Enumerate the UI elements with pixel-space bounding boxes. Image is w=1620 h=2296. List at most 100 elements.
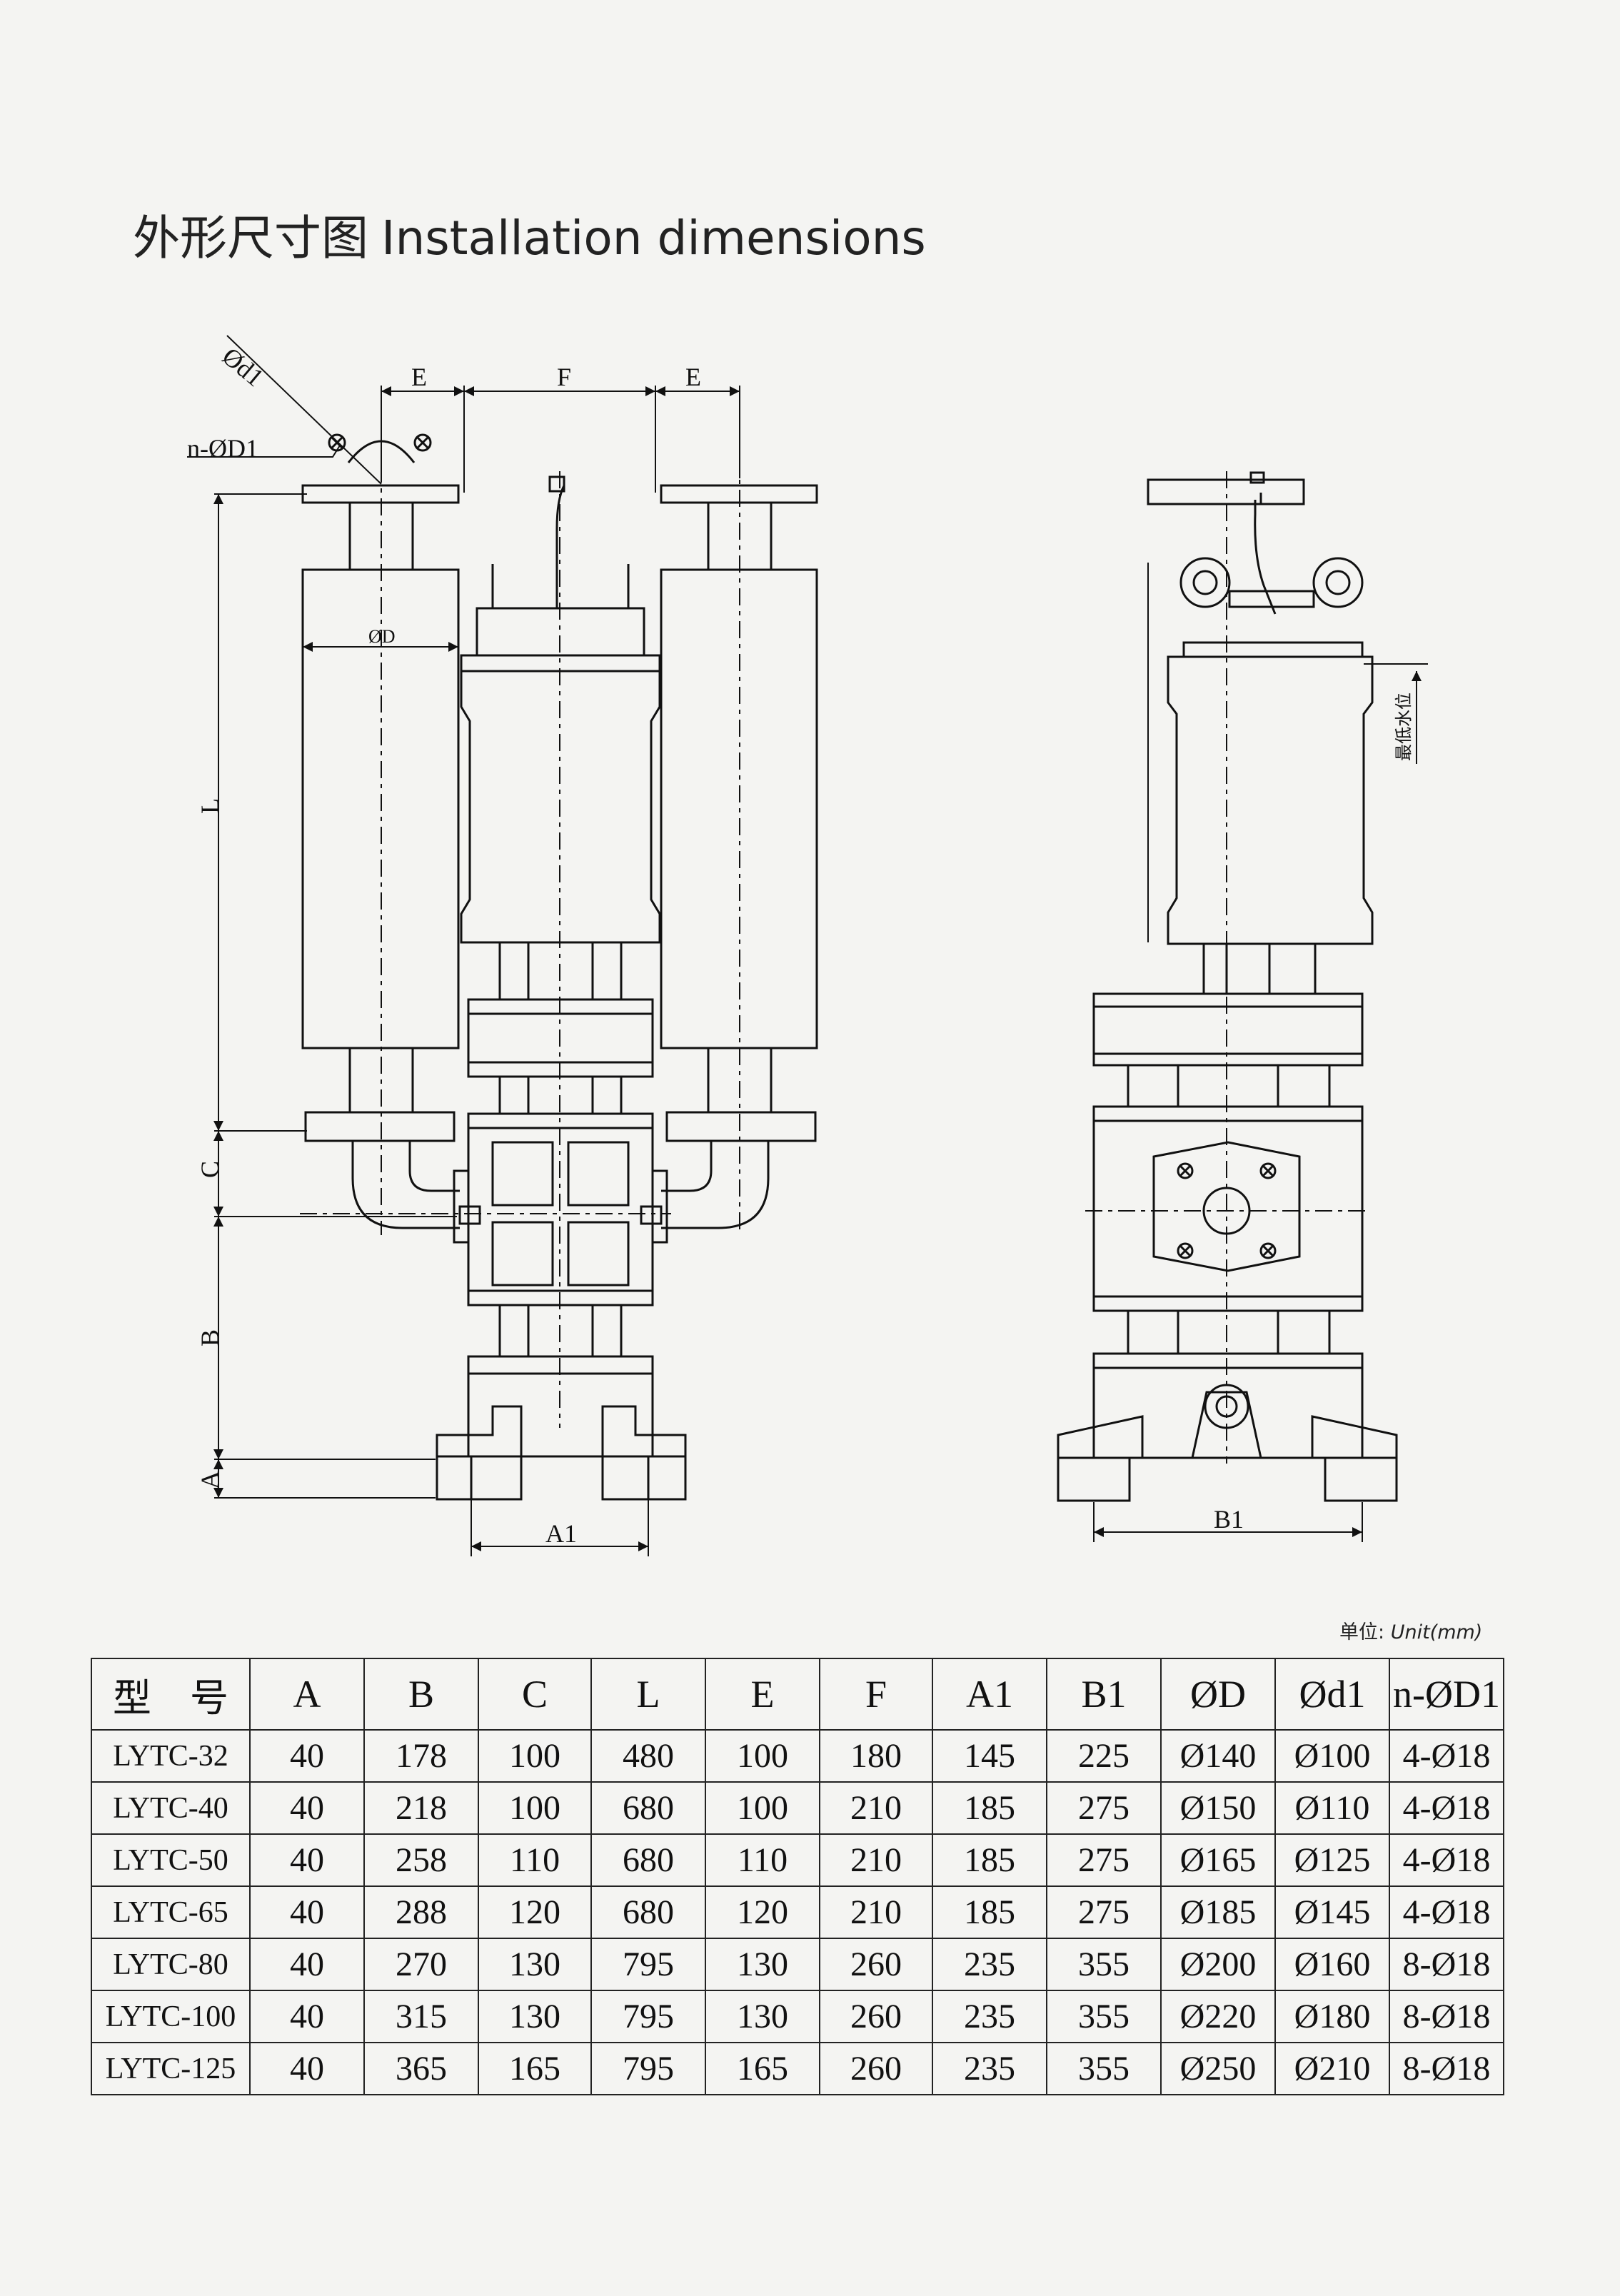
table-cell: 355 — [1046, 1990, 1162, 2043]
table-cell: 185 — [932, 1885, 1047, 1939]
table-cell: 185 — [932, 1781, 1047, 1835]
col-header-A1: A1 — [932, 1658, 1047, 1731]
table-cell: 795 — [590, 2042, 706, 2095]
label-C: C — [196, 1161, 224, 1178]
table-row: LYTC-40 40 218 100 680 100 210 185 275 Ø… — [91, 1781, 1504, 1835]
table-cell: 40 — [249, 1781, 365, 1835]
col-header-E: E — [705, 1658, 820, 1731]
table-cell: 100 — [478, 1729, 592, 1783]
label-F: F — [557, 363, 571, 391]
table-cell: 40 — [249, 2042, 365, 2095]
table-cell: 4-Ø18 — [1389, 1781, 1504, 1835]
table-cell-model: LYTC-125 — [91, 2042, 251, 2095]
table-cell: 165 — [705, 2042, 820, 2095]
table-cell: 4-Ø18 — [1389, 1833, 1504, 1887]
table-cell: Ø110 — [1274, 1781, 1390, 1835]
table-cell: 210 — [819, 1833, 933, 1887]
col-header-B1: B1 — [1046, 1658, 1162, 1731]
table-cell: 130 — [478, 1938, 592, 1991]
label-min-water-level: 最低水位 — [1394, 693, 1414, 761]
table-cell: 260 — [819, 1990, 933, 2043]
table-cell: Ø220 — [1160, 1990, 1276, 2043]
table-cell: 225 — [1046, 1729, 1162, 1783]
col-header-F: F — [819, 1658, 933, 1731]
table-cell: Ø145 — [1274, 1885, 1390, 1939]
table-cell: Ø165 — [1160, 1833, 1276, 1887]
col-header-C: C — [478, 1658, 592, 1731]
table-cell: 235 — [932, 1938, 1047, 1991]
table-cell: 260 — [819, 1938, 933, 1991]
table-cell: 275 — [1046, 1885, 1162, 1939]
front-centerlines — [300, 400, 740, 1428]
table-cell: Ø180 — [1274, 1990, 1390, 2043]
unit-label-zh: 单位: — [1339, 1621, 1385, 1643]
table-cell: Ø250 — [1160, 2042, 1276, 2095]
table-cell: 218 — [363, 1781, 479, 1835]
table-cell: 178 — [363, 1729, 479, 1783]
table-cell: 270 — [363, 1938, 479, 1991]
front-dimension-lines — [187, 335, 740, 1556]
label-A: A — [196, 1471, 224, 1489]
table-cell: 680 — [590, 1833, 706, 1887]
label-E-left: E — [411, 363, 427, 391]
table-row: LYTC-125 40 365 165 795 165 260 235 355 … — [91, 2042, 1504, 2095]
table-cell: 355 — [1046, 1938, 1162, 1991]
table-cell: 100 — [478, 1781, 592, 1835]
label-E-right: E — [685, 363, 701, 391]
unit-note: 单位: Unit(mm) — [1339, 1616, 1482, 1644]
col-header-nD1: n-ØD1 — [1389, 1658, 1504, 1731]
side-centerlines — [1085, 471, 1371, 1464]
dimensions-table: 型 号 A B C L E F A1 B1 ØD Ød1 n-ØD1 LYTC-… — [91, 1658, 1504, 2095]
table-cell: 260 — [819, 2042, 933, 2095]
table-cell: 130 — [705, 1938, 820, 1991]
front-dimension-labels: Ød1 n-ØD1 E F E ØD L C B A A1 — [187, 342, 701, 1548]
table-cell: 288 — [363, 1885, 479, 1939]
table-cell: Ø125 — [1274, 1833, 1390, 1887]
table-cell: 275 — [1046, 1781, 1162, 1835]
table-cell: 235 — [932, 1990, 1047, 2043]
table-cell: 235 — [932, 2042, 1047, 2095]
table-cell-model: LYTC-100 — [91, 1990, 251, 2043]
table-cell-model: LYTC-50 — [91, 1833, 251, 1887]
table-cell: 185 — [932, 1833, 1047, 1887]
unit-label-en: Unit(mm) — [1390, 1621, 1483, 1643]
table-cell: 365 — [363, 2042, 479, 2095]
label-D: ØD — [368, 626, 396, 647]
table-cell: Ø150 — [1160, 1781, 1276, 1835]
table-cell-model: LYTC-65 — [91, 1885, 251, 1939]
table-cell: 8-Ø18 — [1389, 1990, 1504, 2043]
table-cell: 680 — [590, 1885, 706, 1939]
table-cell: Ø185 — [1160, 1885, 1276, 1939]
table-cell: 210 — [819, 1885, 933, 1939]
table-cell: 120 — [705, 1885, 820, 1939]
table-cell: 40 — [249, 1833, 365, 1887]
table-cell: 40 — [249, 1938, 365, 1991]
table-row: LYTC-80 40 270 130 795 130 260 235 355 Ø… — [91, 1938, 1504, 1991]
table-cell: 795 — [590, 1990, 706, 2043]
table-cell: Ø200 — [1160, 1938, 1276, 1991]
table-cell: 8-Ø18 — [1389, 2042, 1504, 2095]
table-row: LYTC-100 40 315 130 795 130 260 235 355 … — [91, 1990, 1504, 2043]
table-cell: 210 — [819, 1781, 933, 1835]
col-header-B: B — [363, 1658, 479, 1731]
table-cell: 40 — [249, 1885, 365, 1939]
label-nD1: n-ØD1 — [187, 434, 258, 463]
label-L: L — [196, 798, 224, 814]
table-cell: 130 — [705, 1990, 820, 2043]
table-cell: Ø140 — [1160, 1729, 1276, 1783]
table-cell: 165 — [478, 2042, 592, 2095]
table-cell: 110 — [705, 1833, 820, 1887]
col-header-model: 型 号 — [91, 1658, 251, 1731]
table-row: LYTC-50 40 258 110 680 110 210 185 275 Ø… — [91, 1833, 1504, 1887]
table-cell: 145 — [932, 1729, 1047, 1783]
table-cell: Ø160 — [1274, 1938, 1390, 1991]
table-cell-model: LYTC-32 — [91, 1729, 251, 1783]
page-title-en: Installation dimensions — [381, 211, 926, 266]
table-cell: 100 — [705, 1781, 820, 1835]
table-header-row: 型 号 A B C L E F A1 B1 ØD Ød1 n-ØD1 — [91, 1658, 1504, 1731]
table-cell: Ø100 — [1274, 1729, 1390, 1783]
table-cell-model: LYTC-80 — [91, 1938, 251, 1991]
table-cell: 258 — [363, 1833, 479, 1887]
table-cell: 275 — [1046, 1833, 1162, 1887]
